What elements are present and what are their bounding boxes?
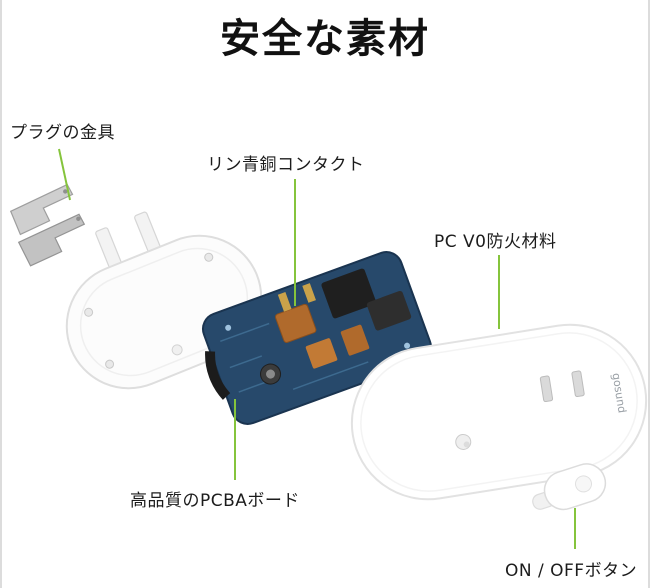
page-title: 安全な素材 bbox=[220, 16, 430, 62]
leader-line-plug-fittings bbox=[58, 148, 71, 201]
brand-logo: gosund bbox=[609, 372, 628, 414]
label-pcba-board: 高品質のPCBAボード bbox=[130, 491, 300, 511]
pcba-board-illustration bbox=[202, 251, 432, 425]
label-on-off-button: ON / OFFボタン bbox=[505, 561, 638, 581]
plug-fittings-illustration bbox=[9, 183, 86, 267]
label-phosphor-bronze-contact: リン青銅コンタクト bbox=[207, 155, 365, 175]
label-pc-v0-material: PC V0防火材料 bbox=[434, 232, 557, 252]
on-off-button-illustration bbox=[532, 463, 607, 511]
plug-body-illustration: gosund bbox=[350, 323, 648, 501]
label-plug-fittings: プラグの金具 bbox=[10, 123, 115, 143]
